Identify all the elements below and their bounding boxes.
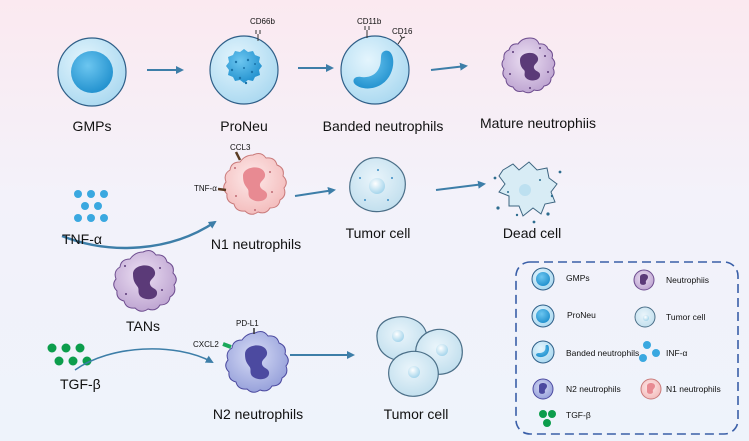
tgf-beta-label: TGF-β <box>60 376 101 392</box>
proneu-label: ProNeu <box>220 118 268 134</box>
legend-gmp-icon <box>531 267 555 291</box>
legend-label-banded: Banded neutrophils <box>566 348 640 358</box>
legend-tumor-icon <box>634 306 656 328</box>
dead-cell-label: Dead cell <box>502 225 562 241</box>
legend-n2-icon <box>532 378 554 400</box>
n1-neutrophil-icon <box>217 151 287 215</box>
legend-label-neutrophils: Neutrophiis <box>666 275 709 285</box>
n2-neutrophil-icon <box>222 328 289 393</box>
tumor-cell-icon <box>349 157 406 213</box>
n1-label: N1 neutrophils <box>210 236 302 252</box>
tgf-beta-dots-icon <box>47 343 92 366</box>
legend-label-n2: N2 neutrophils <box>566 384 621 394</box>
arrow-n1-tumor <box>294 186 336 197</box>
banded-label: Banded neutrophils <box>322 118 444 134</box>
mature-neutrophil-icon <box>501 37 556 94</box>
ccl3-label: CCL3 <box>230 143 251 152</box>
tnf-alpha-label: TNF-α <box>62 231 102 247</box>
cxcl2-label: CXCL2 <box>193 340 219 349</box>
legend-label-proneu: ProNeu <box>567 310 596 320</box>
cd66b-label: CD66b <box>250 17 275 26</box>
proneu-cell-icon <box>209 30 279 105</box>
pdl1-label: PD-L1 <box>236 319 259 328</box>
legend-box <box>515 261 739 435</box>
legend-label-tumor-cell: Tumor cell <box>666 312 706 322</box>
arrow-tgf-n2 <box>74 348 214 371</box>
tumor-cell-1-label: Tumor cell <box>345 225 411 241</box>
arrow-tumor-dead <box>435 180 486 191</box>
legend-proneu-icon <box>531 304 555 328</box>
arrow-banded-mature <box>430 62 468 71</box>
banded-cell-icon <box>340 26 410 105</box>
tumor-cell-2-label: Tumor cell <box>383 406 449 422</box>
legend-label-inf-alpha: INF-α <box>666 348 688 358</box>
dead-cell-icon <box>493 161 562 224</box>
mature-label: Mature neutrophiis <box>480 115 596 131</box>
legend-label-gmps: GMPs <box>566 273 590 283</box>
legend-label-tgf-beta: TGF-β <box>566 410 591 420</box>
cd16-label: CD16 <box>392 27 413 36</box>
tnf-alpha-dots-icon <box>74 190 108 222</box>
tumor-cluster-icon <box>376 316 463 397</box>
legend-inf-alpha-icon <box>639 341 660 362</box>
legend-neutrophil-icon <box>633 269 655 291</box>
legend-banded-icon <box>531 340 555 364</box>
arrow-tnf-n1 <box>61 220 217 250</box>
legend-tgf-beta-icon <box>539 410 556 427</box>
gmp-cell-icon <box>57 37 127 107</box>
legend-n1-icon <box>640 378 662 400</box>
gmps-label: GMPs <box>72 118 112 134</box>
tans-label: TANs <box>126 318 160 334</box>
n2-label: N2 neutrophils <box>212 406 304 422</box>
tnf-marker-label: TNF-α <box>194 184 217 193</box>
legend-label-n1: N1 neutrophils <box>666 384 721 394</box>
cd11b-label: CD11b <box>357 17 382 26</box>
tans-cell-icon <box>113 250 177 312</box>
